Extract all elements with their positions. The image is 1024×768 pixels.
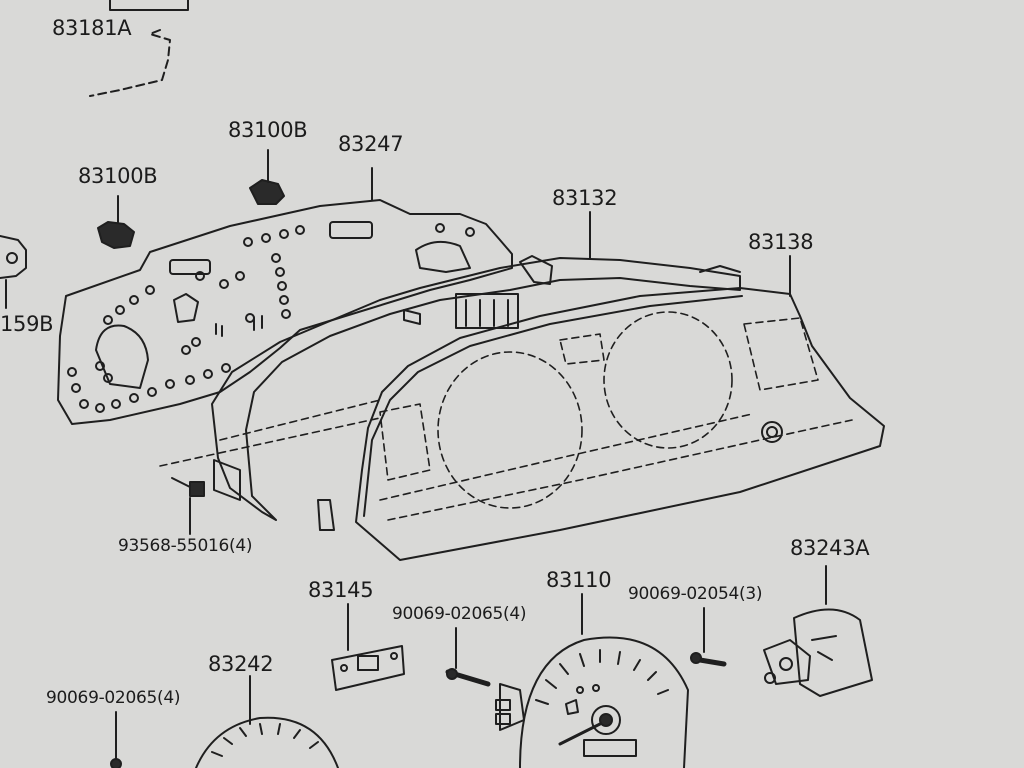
plate-83145: [331, 603, 405, 691]
screw-90069-02054: [690, 607, 727, 667]
screw-90069-center: [445, 627, 491, 687]
label-159B: 159B: [0, 312, 54, 336]
label-83138: 83138: [748, 230, 814, 254]
label-93568-55016: 93568-55016(4): [118, 536, 253, 556]
meter-case-83132: [211, 211, 741, 531]
tachometer-83242: [195, 675, 339, 768]
gauge-83243a: [763, 565, 873, 697]
front-lens-83138: [159, 255, 885, 561]
screw-90069-lower-left: [110, 711, 122, 768]
label-90069-02065-lower-left: 90069-02065(4): [46, 688, 181, 708]
top-box-fragment: [89, 0, 189, 97]
label-83181A: 83181A: [52, 16, 132, 40]
clip-83100b-right: [249, 179, 285, 205]
label-83110: 83110: [546, 568, 612, 592]
clip-83100b-left: [97, 221, 135, 249]
label-83100B-left: 83100B: [78, 164, 158, 188]
label-83132: 83132: [552, 186, 618, 210]
label-90069-02054: 90069-02054(3): [628, 584, 763, 604]
screw-93568: [171, 477, 205, 535]
label-83242: 83242: [208, 652, 274, 676]
label-83243A: 83243A: [790, 536, 870, 560]
bulb-socket-fragment: [0, 235, 27, 309]
label-90069-02065-center: 90069-02065(4): [392, 604, 527, 624]
label-83247: 83247: [338, 132, 404, 156]
speedometer-83110: [495, 593, 689, 768]
label-83145: 83145: [308, 578, 374, 602]
printed-circuit-board-83247: [57, 167, 513, 425]
label-83100B-right: 83100B: [228, 118, 308, 142]
